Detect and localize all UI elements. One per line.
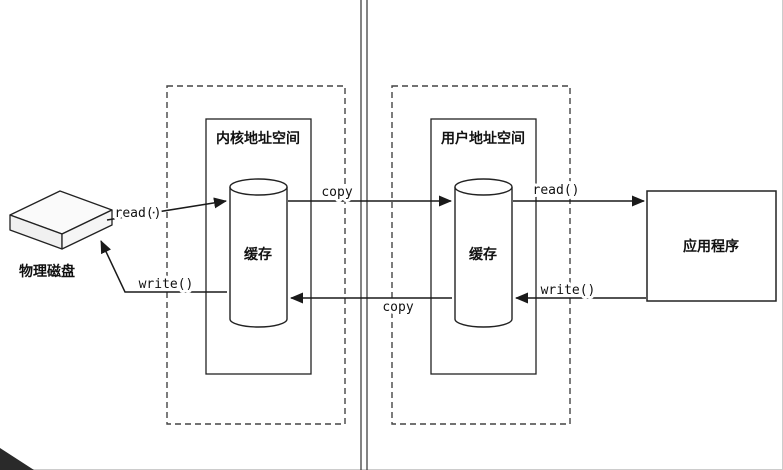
application-label: 应用程序 — [683, 238, 739, 255]
label-disk-read: read() — [115, 206, 162, 221]
label-user-read: read() — [533, 183, 580, 198]
kernel-cache-label: 缓存 — [244, 246, 272, 263]
kernel-cache-cylinder — [229, 178, 288, 328]
kernel-user-separator-line — [360, 0, 368, 470]
label-disk-write: write() — [139, 277, 194, 292]
user-cache-cylinder — [454, 178, 513, 328]
kernel-space-title: 内核地址空间 — [216, 130, 300, 147]
user-space: 用户地址空间 缓存 — [391, 85, 571, 425]
arrow-disk-read — [106, 197, 227, 221]
label-copy-top: copy — [321, 185, 352, 200]
application: 应用程序 — [646, 190, 777, 302]
user-dashed-box — [391, 85, 571, 425]
label-copy-bottom: copy — [382, 300, 413, 315]
arrows-read-path: read() copy read() — [106, 180, 645, 224]
application-box — [646, 190, 777, 302]
physical-disk: 物理磁盘 — [9, 190, 113, 280]
user-cache-label: 缓存 — [469, 246, 497, 263]
kernel-space: 内核地址空间 缓存 — [166, 85, 346, 425]
kernel-dashed-box — [166, 85, 346, 425]
disk-right-face — [61, 209, 113, 250]
arrow-disk-write — [100, 240, 227, 293]
physical-disk-label: 物理磁盘 — [19, 263, 75, 280]
label-app-write: write() — [541, 283, 596, 298]
corner-artifact — [0, 448, 34, 470]
user-space-title: 用户地址空间 — [441, 130, 525, 147]
arrows-write-path: write() copy write() — [100, 240, 646, 318]
